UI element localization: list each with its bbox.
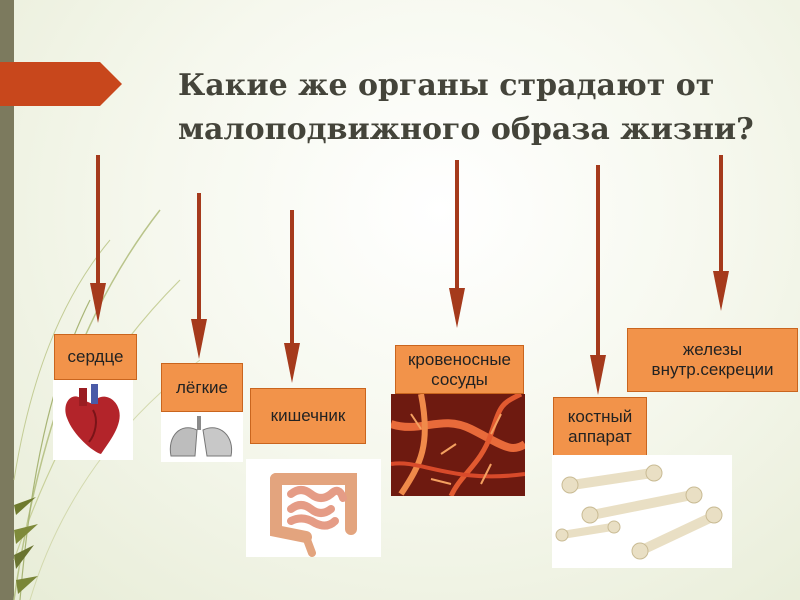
arrow-to-bones [590, 165, 606, 395]
arrow-to-vessels [449, 160, 465, 328]
blood-vessels-icon [391, 394, 525, 496]
arrow-to-glands [713, 155, 729, 311]
label-intestine: кишечник [250, 388, 366, 444]
slide-title: Какие же органы страдают от малоподвижно… [178, 68, 754, 147]
lungs-icon [161, 412, 243, 462]
left-accent-bar [0, 0, 14, 600]
label-lungs: лёгкие [161, 363, 243, 412]
label-glands: железы внутр.секреции [627, 328, 798, 392]
bones-icon [552, 455, 732, 568]
label-vessels: кровеносные сосуды [395, 345, 524, 394]
arrow-to-lungs [191, 193, 207, 359]
heart-icon [53, 380, 133, 460]
intestine-icon [246, 459, 381, 557]
arrow-to-heart [90, 155, 106, 323]
label-bones: костный аппарат [553, 397, 647, 457]
label-heart: сердце [54, 334, 137, 380]
title-tab-arrow [0, 62, 122, 106]
arrow-to-intestine [284, 210, 300, 383]
